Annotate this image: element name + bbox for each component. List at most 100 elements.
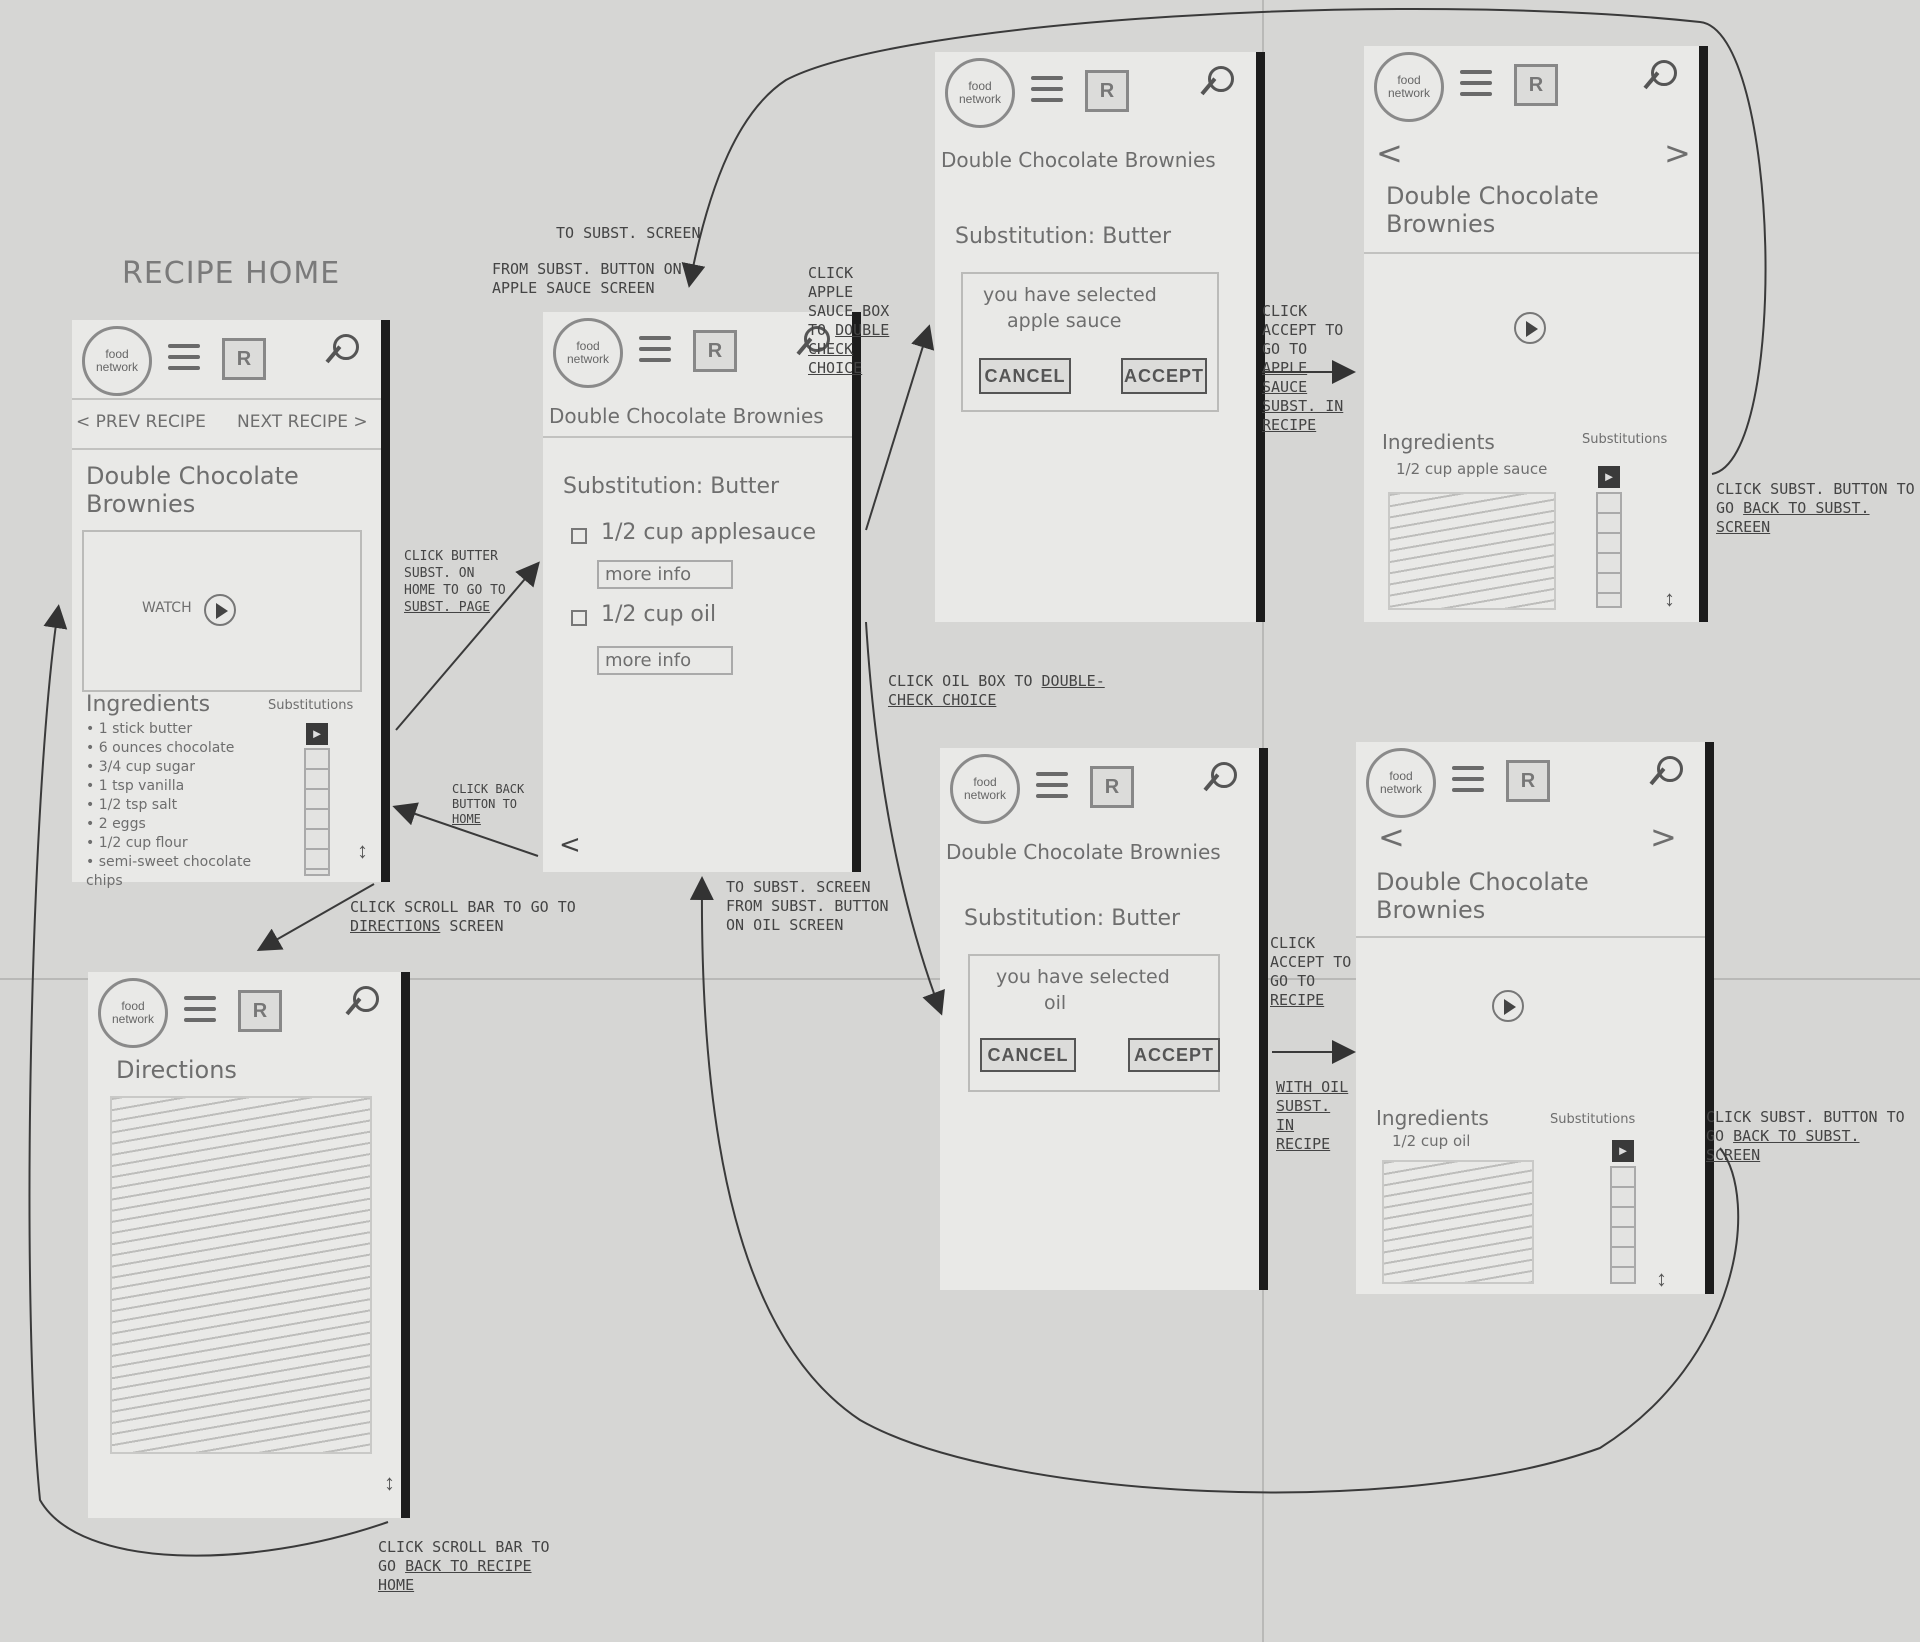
- applesauce-option[interactable]: 1/2 cup applesauce: [601, 520, 816, 545]
- recipe-box-icon[interactable]: R: [1085, 70, 1129, 112]
- first-ingredient: 1/2 cup oil: [1392, 1132, 1471, 1150]
- next-recipe-arrow[interactable]: >: [1664, 134, 1691, 172]
- oil-more-info[interactable]: more info: [597, 646, 734, 675]
- note-click-butter: CLICK BUTTER SUBST. ON HOME TO GO TO SUB…: [404, 549, 506, 615]
- scroll-indicator-icon[interactable]: ↕: [1664, 586, 1675, 611]
- note-click-back: CLICK BACK BUTTON TO HOME: [452, 782, 525, 826]
- prev-recipe-button[interactable]: < PREV RECIPE: [76, 412, 206, 432]
- arrow-oil-recipe-to-subst: [689, 876, 1740, 1494]
- next-recipe-arrow[interactable]: >: [1650, 818, 1677, 856]
- accept-button[interactable]: ACCEPT: [1128, 1038, 1220, 1072]
- ingredient-item: • 1/2 cup flour: [86, 835, 188, 851]
- butter-subst-button[interactable]: ►: [306, 723, 328, 745]
- search-icon[interactable]: [1201, 762, 1237, 806]
- subst-button[interactable]: ►: [1612, 1140, 1634, 1162]
- note-click-subst-applesauce: CLICK SUBST. BUTTON TO GO BACK TO SUBST.…: [1716, 480, 1915, 536]
- food-network-logo[interactable]: food network: [1366, 748, 1436, 818]
- menu-icon[interactable]: [1031, 76, 1063, 104]
- oil-checkbox[interactable]: [571, 610, 587, 626]
- substitutions-list: [304, 748, 330, 876]
- note-with-oil-subst: WITH OIL SUBST. IN RECIPE: [1276, 1078, 1349, 1153]
- ingredients-heading: Ingredients: [1376, 1106, 1489, 1130]
- recipe-title: Double Chocolate Brownies: [941, 148, 1216, 172]
- top-bar: food network R: [88, 972, 401, 1060]
- prev-recipe-arrow[interactable]: <: [1376, 134, 1403, 172]
- menu-icon[interactable]: [1460, 70, 1492, 98]
- selected-message: you have selected: [983, 284, 1157, 306]
- top-bar: food network R: [1364, 46, 1699, 134]
- recipe-oil-frame: food network R < > Double Chocolate Brow…: [1356, 742, 1714, 1294]
- applesauce-checkbox[interactable]: [571, 528, 587, 544]
- play-icon[interactable]: [1514, 312, 1546, 344]
- search-icon[interactable]: [323, 334, 359, 378]
- menu-icon[interactable]: [184, 996, 216, 1024]
- scroll-indicator-icon[interactable]: ↕: [357, 838, 368, 863]
- search-icon[interactable]: [1198, 66, 1234, 110]
- prev-recipe-arrow[interactable]: <: [1378, 818, 1405, 856]
- back-button[interactable]: <: [559, 830, 581, 860]
- top-bar: food network R: [935, 52, 1256, 140]
- arrow-applesauce-recipe-to-subst: [681, 8, 1767, 475]
- ingredient-item: • 1 tsp vanilla: [86, 778, 185, 794]
- watch-label: WATCH: [142, 600, 192, 616]
- ingredient-item: • 3/4 cup sugar: [86, 759, 195, 775]
- accept-button[interactable]: ACCEPT: [1121, 358, 1207, 394]
- search-icon[interactable]: [1641, 60, 1677, 104]
- play-icon[interactable]: [1492, 990, 1524, 1022]
- food-network-logo[interactable]: food network: [950, 754, 1020, 824]
- note-click-scroll-directions: CLICK SCROLL BAR TO GO TO DIRECTIONS SCR…: [350, 898, 576, 935]
- directions-frame: food network R Directions ↕: [88, 972, 410, 1518]
- play-icon[interactable]: [204, 594, 236, 626]
- ingredient-item: • 2 eggs: [86, 816, 146, 832]
- recipe-title-line2: Brownies: [86, 490, 196, 518]
- scroll-indicator-icon[interactable]: ↕: [384, 1470, 395, 1495]
- substitutions-heading: Substitutions: [1550, 1112, 1636, 1127]
- top-bar: food network R: [940, 748, 1259, 836]
- recipe-title-line1: Double Chocolate: [1376, 868, 1589, 896]
- search-icon[interactable]: [1647, 756, 1683, 800]
- applesauce-more-info[interactable]: more info: [597, 560, 734, 589]
- directions-text-scribble: [110, 1096, 372, 1454]
- food-network-logo[interactable]: food network: [553, 318, 623, 388]
- subst-button[interactable]: ►: [1598, 466, 1620, 488]
- substitution-heading: Substitution: Butter: [563, 474, 780, 499]
- food-network-logo[interactable]: food network: [82, 326, 152, 396]
- recipe-title: Double Chocolate Brownies: [549, 404, 824, 428]
- menu-icon[interactable]: [639, 336, 671, 364]
- search-icon[interactable]: [343, 986, 379, 1030]
- arrow-home-to-directions: [256, 883, 375, 951]
- substitutions-list: [1610, 1166, 1636, 1284]
- search-icon[interactable]: [794, 326, 830, 370]
- menu-icon[interactable]: [168, 344, 200, 372]
- cancel-button[interactable]: CANCEL: [980, 1038, 1076, 1072]
- ingredients-list: • 1 stick butter• 6 ounces chocolate• 3/…: [86, 720, 286, 891]
- menu-icon[interactable]: [1452, 766, 1484, 794]
- substitutions-heading: Substitutions: [1582, 432, 1668, 447]
- substitutions-heading: Substitutions: [268, 698, 354, 713]
- recipe-box-icon[interactable]: R: [1090, 766, 1134, 808]
- scroll-indicator-icon[interactable]: ↕: [1656, 1266, 1667, 1291]
- ingredient-item: • semi-sweet chocolate chips: [86, 854, 252, 889]
- selected-message: you have selected: [996, 966, 1170, 988]
- recipe-box-icon[interactable]: R: [222, 338, 266, 380]
- oil-option[interactable]: 1/2 cup oil: [601, 602, 717, 627]
- cancel-button[interactable]: CANCEL: [979, 358, 1071, 394]
- recipe-box-icon[interactable]: R: [1514, 64, 1558, 106]
- ingredient-scribble: [1388, 492, 1556, 610]
- food-network-logo[interactable]: food network: [98, 978, 168, 1048]
- food-network-logo[interactable]: food network: [945, 58, 1015, 128]
- ingredient-scribble: [1382, 1160, 1534, 1284]
- recipe-title: Double Chocolate Brownies: [946, 840, 1221, 864]
- recipe-box-icon[interactable]: R: [693, 330, 737, 372]
- menu-icon[interactable]: [1036, 772, 1068, 800]
- recipe-title-line2: Brownies: [1386, 210, 1496, 238]
- food-network-logo[interactable]: food network: [1374, 52, 1444, 122]
- next-recipe-button[interactable]: NEXT RECIPE >: [237, 412, 368, 432]
- recipe-box-icon[interactable]: R: [238, 990, 282, 1032]
- recipe-title-line2: Brownies: [1376, 896, 1486, 924]
- arrow-applesauce-to-confirm: [865, 324, 935, 531]
- recipe-box-icon[interactable]: R: [1506, 760, 1550, 802]
- arrow-oil-to-confirm: [865, 621, 945, 1016]
- note-from-subst-applesauce: FROM SUBST. BUTTON ON APPLE SAUCE SCREEN: [492, 260, 682, 297]
